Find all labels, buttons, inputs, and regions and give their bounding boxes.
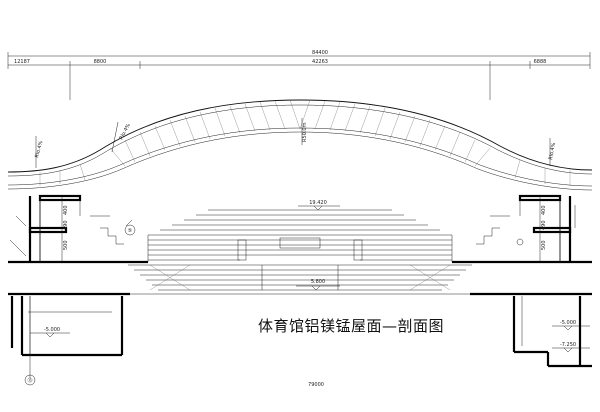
drawing-title: 体育馆铝镁锰屋面—剖面图	[258, 317, 444, 335]
right-dim-2: 490	[541, 220, 547, 230]
seating-stands: 19.420	[147, 200, 453, 262]
basement-left: -5.000 ⑬	[10, 296, 124, 386]
basement-right: -5.000 -7.250	[512, 296, 592, 368]
level-mark-upper: 19.420	[309, 200, 327, 206]
roof-slope-left: Rlo.4%	[34, 140, 44, 159]
truss-web	[39, 99, 571, 186]
bottom-dimension: 79000	[308, 382, 324, 388]
level-mark-pit: -7.250	[560, 342, 576, 348]
total-dimension-bottom: 79000	[308, 382, 324, 388]
axis-marker-left: ⑤	[128, 228, 132, 234]
axis-marker-bottom: ⑬	[27, 377, 32, 384]
lower-seating: 5.800	[128, 264, 472, 291]
roof-slope-right: Rlo.4%	[548, 142, 557, 160]
axis-marker-left-circle	[124, 224, 136, 236]
left-structure: 400 490 500 ⑤	[9, 194, 136, 262]
right-dim-3: 500	[541, 240, 547, 250]
roof-radius: R50.0m	[302, 122, 308, 142]
total-dimension-top: 84400	[312, 50, 328, 56]
roof-slope-left-2: Rlo.4%	[118, 123, 132, 141]
left-dim-2: 490	[63, 220, 69, 230]
left-dim-1: 400	[63, 205, 69, 215]
level-mark-ground: 5.800	[311, 279, 325, 285]
floor-slabs	[8, 260, 592, 296]
dimension-segment-2: 8800	[94, 59, 107, 65]
dimension-segment-3: 42263	[312, 59, 328, 65]
level-mark-basement-right: -5.000	[560, 320, 576, 326]
roof-arch: Rlo.4% Rlo.4% R50.0m Rlo.4%	[7, 99, 593, 191]
axis-marker-bottom-circle	[24, 374, 36, 386]
dimension-segment-4: 6888	[534, 59, 547, 65]
top-dimension-chain: 84400 12187 8800 42263 6888	[7, 50, 591, 100]
left-dim-3: 500	[63, 240, 69, 250]
right-structure: 400 490 500	[476, 194, 576, 262]
dimension-segment-1: 12187	[14, 59, 30, 65]
level-mark-basement-left: -5.000	[44, 327, 60, 333]
right-dim-1: 400	[541, 205, 547, 215]
